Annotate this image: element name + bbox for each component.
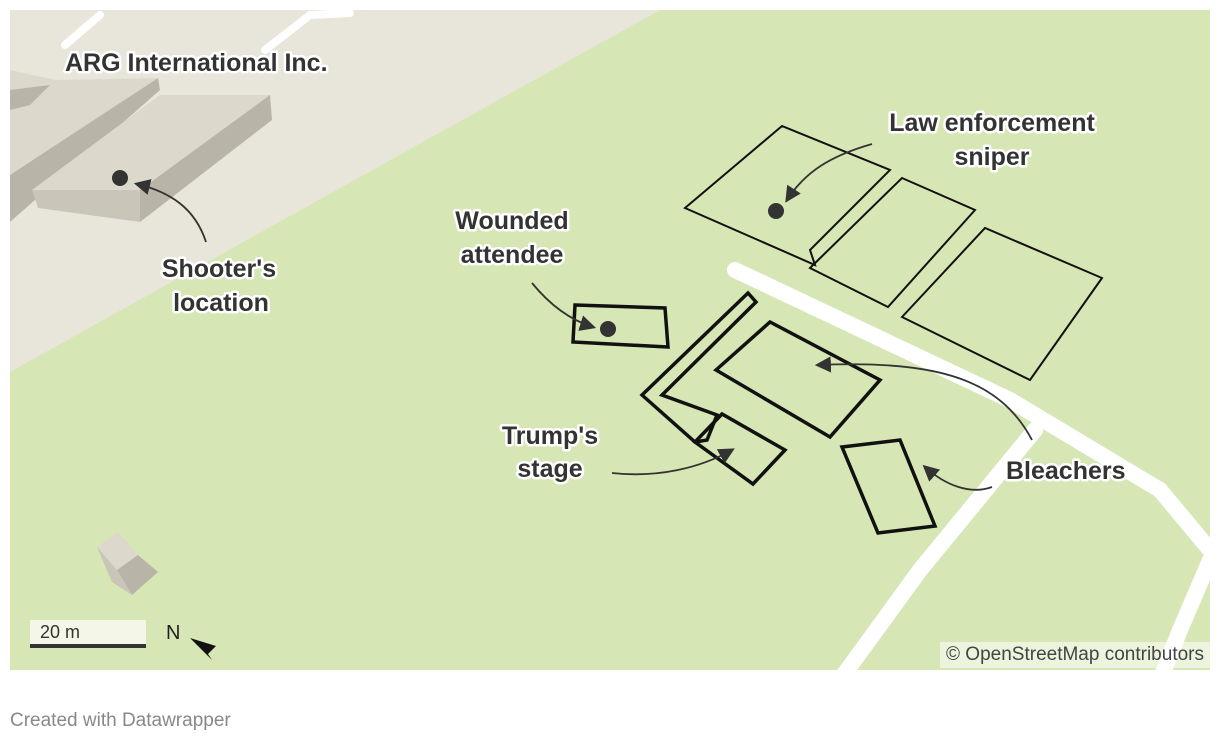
sniper-label-line2: sniper	[954, 143, 1029, 171]
sniper-marker	[768, 203, 784, 219]
arg-building	[10, 70, 272, 222]
sniper-label-line1: Law enforcement	[889, 109, 1095, 137]
shooter-label-line2: location	[173, 289, 269, 317]
shooter-label-line1: Shooter's	[162, 255, 276, 283]
arg-label: ARG International Inc.	[65, 49, 328, 77]
industrial-roads	[61, 10, 354, 54]
attribution[interactable]: © OpenStreetMap contributors	[940, 642, 1210, 668]
map-canvas[interactable]: ARG International Inc. Shooter's locatio…	[10, 10, 1210, 670]
stage-label-line2: stage	[517, 455, 582, 483]
wounded-label-line1: Wounded	[455, 207, 568, 235]
north-arrow-icon	[190, 638, 216, 660]
annotation-arrows	[133, 143, 1033, 491]
wounded-marker	[600, 321, 616, 337]
scale-bar: 20 m	[30, 620, 146, 648]
small-building	[97, 532, 158, 595]
credit-link[interactable]: Created with Datawrapper	[10, 710, 231, 731]
barn-outlines	[683, 124, 1104, 382]
bleachers-label: Bleachers	[1006, 457, 1126, 485]
shooter-marker	[112, 170, 128, 186]
scale-label: 20 m	[40, 622, 81, 642]
wounded-label-line2: attendee	[461, 241, 564, 269]
north-label: N	[166, 622, 181, 644]
stage-outlines	[571, 290, 938, 535]
stage-label-line1: Trump's	[502, 422, 598, 450]
